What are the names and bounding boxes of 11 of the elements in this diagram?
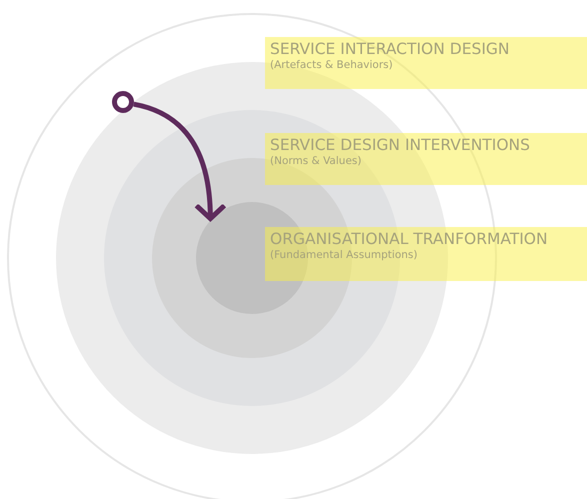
band-title: ORGANISATIONAL TRANFORMATION bbox=[270, 230, 548, 249]
label-band bbox=[265, 133, 587, 185]
start-circle bbox=[112, 91, 134, 113]
band-subtitle: (Fundamental Assumptions) bbox=[270, 249, 418, 262]
band-title: SERVICE DESIGN INTERVENTIONS bbox=[270, 136, 530, 155]
curved-arrow bbox=[133, 102, 226, 222]
band-subtitle: (Artefacts & Behaviors) bbox=[270, 59, 393, 72]
label-band bbox=[265, 37, 587, 89]
band-title: SERVICE INTERACTION DESIGN bbox=[270, 40, 510, 59]
label-band bbox=[265, 227, 587, 281]
band-subtitle: (Norms & Values) bbox=[270, 155, 362, 168]
